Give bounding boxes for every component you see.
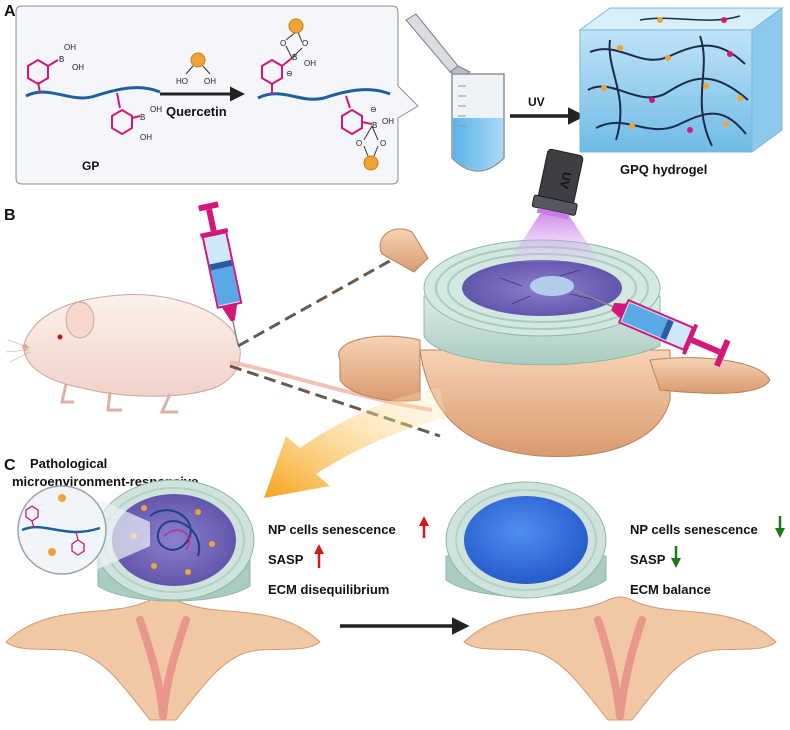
quercetin-bound-2 — [363, 155, 379, 171]
diseased-disc — [5, 479, 321, 721]
uv-lamp — [531, 148, 584, 220]
right-item-sasp: SASP — [630, 552, 666, 567]
uv-lamp-label: UV — [557, 171, 574, 190]
oh-label-2b: OH — [140, 133, 152, 142]
quercetin-bound-1 — [288, 18, 304, 34]
test-tube — [451, 73, 505, 172]
down-arrow-icon — [775, 516, 785, 538]
oh-label-4: OH — [382, 117, 394, 126]
quercetin-molecule — [190, 52, 206, 68]
up-arrow-icon — [314, 544, 324, 568]
zoom-bubble — [17, 485, 107, 575]
responsive-title-line1: Pathological — [30, 456, 107, 471]
right-item-senescence: NP cells senescence — [630, 522, 758, 537]
boronate-ester-1 — [261, 57, 293, 95]
panel-label-a: A — [4, 3, 16, 20]
o-label-2a: O — [356, 139, 362, 148]
dioxaborole-ring-1 — [285, 31, 303, 59]
vertebra — [338, 228, 771, 457]
transition-arrow — [264, 388, 446, 498]
left-item-sasp: SASP — [268, 552, 304, 567]
oh-label-q: OH — [204, 77, 216, 86]
hydrogel-label: GPQ hydrogel — [620, 162, 707, 177]
gp-polymer-strand — [25, 86, 161, 100]
healthy-disc — [445, 481, 777, 721]
boron-label-4: B — [372, 121, 377, 130]
boron-label-3: B — [292, 53, 297, 62]
gpq-hydrogel-block — [578, 7, 784, 153]
right-item-ecm: ECM balance — [630, 582, 711, 597]
left-item-ecm: ECM disequilibrium — [268, 582, 389, 597]
oh-label-2a: OH — [150, 105, 162, 114]
left-item-senescence: NP cells senescence — [268, 522, 396, 537]
uv-beam — [508, 214, 600, 262]
o-label-1a: O — [280, 39, 286, 48]
boron-label-1: B — [59, 55, 64, 64]
o-label-2b: O — [380, 139, 386, 148]
phenylboronic-acid-1 — [27, 58, 59, 94]
pipette — [405, 13, 471, 79]
zoom-cone — [96, 498, 150, 570]
ho-label-q: HO — [176, 77, 188, 86]
intervertebral-disc — [423, 239, 661, 366]
minus-label-1: ⊖ — [286, 69, 293, 78]
o-label-1b: O — [302, 39, 308, 48]
down-arrow-icon — [671, 546, 681, 568]
syringe-disc — [573, 289, 731, 368]
dioxaborole-ring-2 — [363, 125, 379, 157]
phenylboronic-acid-2 — [111, 92, 141, 136]
syringe-mouse — [198, 201, 243, 345]
boron-label-2: B — [140, 113, 145, 122]
reagent-label: Quercetin — [166, 104, 227, 119]
gpq-polymer-strand — [257, 88, 391, 101]
zoom-line-top — [237, 242, 421, 348]
oh-label-3: OH — [304, 59, 316, 68]
uv-label: UV — [528, 95, 545, 109]
up-arrow-icon — [419, 516, 429, 538]
minus-label-2: ⊖ — [370, 105, 377, 114]
panel-label-b: B — [4, 207, 16, 224]
oh-label-1b: OH — [72, 63, 84, 72]
gp-label: GP — [82, 159, 99, 173]
boronate-ester-2 — [341, 95, 373, 136]
panel-label-c: C — [4, 457, 16, 474]
oh-label-1a: OH — [64, 43, 76, 52]
